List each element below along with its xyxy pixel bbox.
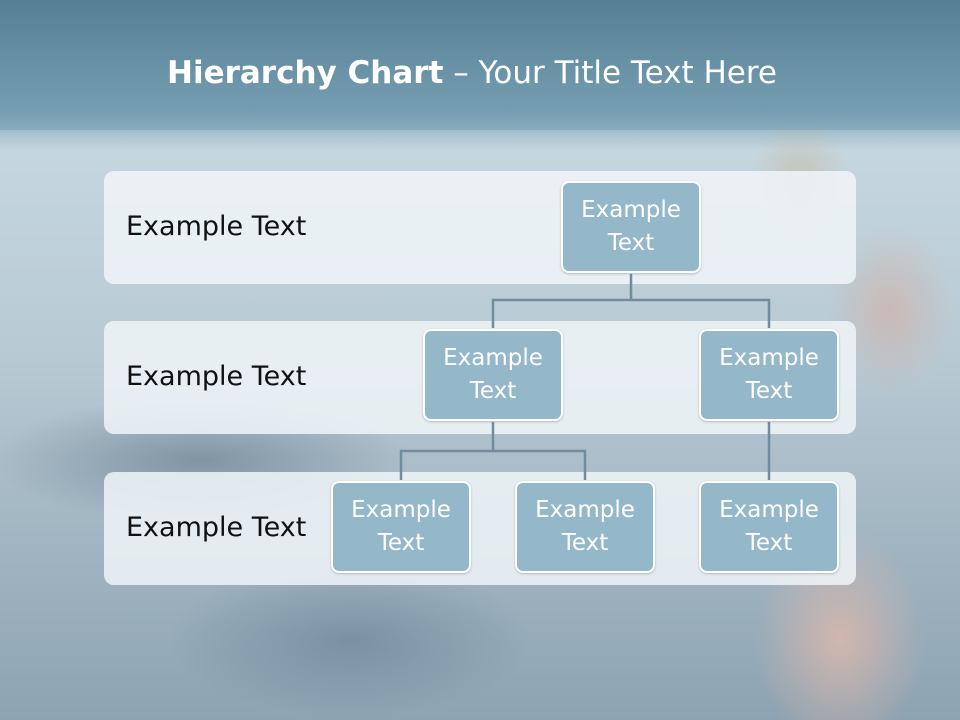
slide-title[interactable]: Hierarchy Chart – Your Title Text Here (0, 55, 944, 91)
title-rest: Your Title Text Here (478, 55, 777, 91)
connector-root-to-level2 (491, 274, 771, 328)
node-level2-left-text: Example Text (443, 345, 543, 404)
level-band-1 (104, 171, 856, 284)
node-level3-left-text: Example Text (351, 497, 451, 556)
node-level3-right[interactable]: Example Text (699, 481, 839, 573)
connector-left-to-level3 (399, 422, 587, 480)
node-level3-left[interactable]: Example Text (331, 481, 471, 573)
level-label-3[interactable]: Example Text (126, 512, 307, 543)
node-level3-middle[interactable]: Example Text (515, 481, 655, 573)
title-bar (0, 0, 960, 130)
level-label-1[interactable]: Example Text (126, 211, 307, 242)
node-root-text: Example Text (581, 197, 681, 256)
node-level2-right[interactable]: Example Text (699, 329, 839, 421)
node-level3-middle-text: Example Text (535, 497, 635, 556)
node-level2-right-text: Example Text (719, 345, 819, 404)
title-bold-part: Hierarchy Chart (167, 55, 444, 91)
node-level3-right-text: Example Text (719, 497, 819, 556)
title-dash: – (443, 55, 479, 91)
node-root[interactable]: Example Text (561, 181, 701, 273)
node-level2-left[interactable]: Example Text (423, 329, 563, 421)
level-label-2[interactable]: Example Text (126, 361, 307, 392)
